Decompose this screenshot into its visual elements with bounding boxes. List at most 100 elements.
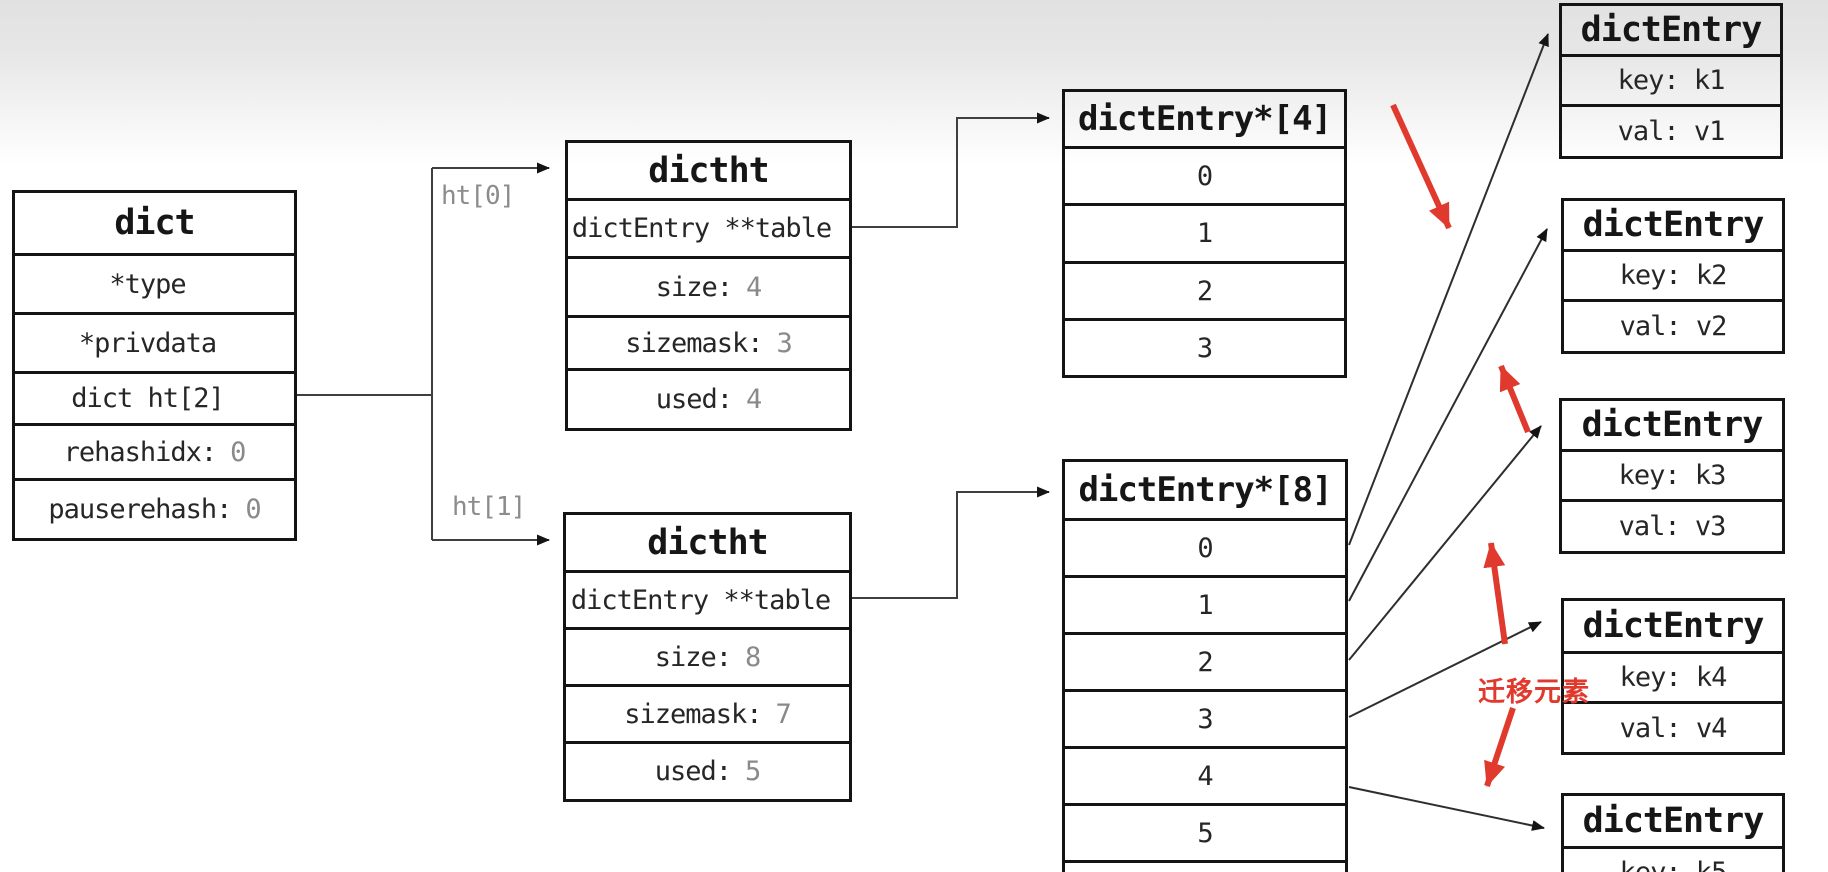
dict-field-ht2: dict ht[2] [15,371,294,423]
bucket-array-4-box: dictEntry*[4] 0 1 2 3 [1062,89,1347,378]
field-value: 5 [745,756,761,787]
dict-field-rehashidx: rehashidx: 0 [15,423,294,478]
slot-index: 1 [1196,218,1213,249]
field-label: sizemask: [624,698,762,730]
bucket1-to-entry-k2-arrow [1348,228,1548,602]
dictht1-field-table: dictEntry **table [566,570,849,627]
slot-index: 2 [1197,646,1213,678]
field-value: 4 [746,384,762,415]
entry-key: key: k3 [1618,460,1727,491]
red-migration-arrow-4 [1484,707,1516,787]
entry-val-row: val: v2 [1564,299,1782,351]
entry-key: key: k4 [1619,662,1728,693]
bucket-slot: 3 [1065,689,1345,746]
bucket-slot: 3 [1065,318,1344,375]
dictht0-field-sizemask: sizemask: 3 [568,315,849,368]
bucket-slot: 4 [1065,746,1345,803]
dictht1-field-sizemask: sizemask: 7 [566,684,849,741]
entry-k1-box: dictEntry key: k1 val: v1 [1559,3,1783,159]
bucket-slot: 1 [1065,203,1344,261]
dictht1-struct-box: dictht dictEntry **table size: 8 sizemask… [563,512,852,802]
field-label: rehashidx: [63,436,218,468]
bucket-slot: 2 [1065,632,1345,689]
ht1-pointer-label: ht[1] [452,492,526,522]
entry-val: val: v3 [1618,511,1727,542]
pointer-table0-arrow [852,112,1050,228]
entry-k4-box: dictEntry key: k4 val: v4 [1561,598,1785,755]
entry-title: dictEntry [1582,801,1765,841]
dict-struct-box: dict *type *privdata dict ht[2] rehashid… [12,190,297,541]
dictht0-field-table: dictEntry **table [568,198,849,256]
field-value: 0 [245,494,261,525]
slot-index: 3 [1196,332,1213,364]
bucket-slot [1065,860,1345,872]
bucket-array-8-title: dictEntry*[8] [1078,470,1332,510]
pointer-table1-arrow [852,486,1050,599]
entry-key: key: k1 [1617,65,1726,96]
red-migration-arrow-2 [1498,364,1531,434]
field-value: 3 [776,327,793,359]
dict-title: dict [114,203,195,243]
field-label: *type [109,268,186,300]
field-label: dict ht[2] [71,383,225,414]
slot-index: 5 [1197,817,1213,849]
dictht0-title: dictht [648,150,769,191]
dict-field-privdata: *privdata [15,312,294,371]
bucket2-to-entry-k3-arrow [1348,425,1542,661]
slot-index: 3 [1197,703,1213,735]
field-label: size: [654,641,732,673]
dictht1-field-size: size: 8 [566,627,849,684]
dict-field-type: *type [15,253,294,312]
entry-key-row: key: k5 [1564,846,1782,872]
field-label: *privdata [78,327,217,359]
entry-val: val: v4 [1619,712,1728,744]
field-value: 7 [775,698,792,730]
slot-index: 1 [1197,589,1213,621]
field-label: used: [655,384,733,415]
entry-k3-box: dictEntry key: k3 val: v3 [1559,398,1785,554]
dict-field-pauserehash: pauserehash: 0 [15,478,294,538]
slot-index: 0 [1196,160,1213,192]
entry-title: dictEntry [1580,10,1763,50]
entry-val: val: v1 [1617,116,1726,147]
dictht0-field-used: used: 4 [568,368,849,428]
bucket3-to-entry-k4-arrow [1348,621,1542,718]
slot-index: 4 [1197,760,1213,792]
entry-key: key: k5 [1620,857,1728,872]
entry-key-row: key: k2 [1564,249,1782,299]
bucket-slot: 2 [1065,261,1344,318]
entry-val-row: val: v1 [1562,104,1780,156]
entry-val-row: val: v3 [1562,499,1782,551]
red-migration-arrow-1 [1390,103,1452,230]
field-label: dictEntry **table [571,213,832,244]
bucket0-to-entry-k1-arrow [1348,33,1549,546]
red-migration-arrow-3 [1483,542,1508,645]
dictht0-field-size: size: 4 [568,256,849,315]
entry-k5-box: dictEntry key: k5 [1561,793,1785,872]
bucket-array-8-box: dictEntry*[8] 0 1 2 3 4 5 [1062,459,1348,872]
bucket-slot: 0 [1065,146,1344,203]
entry-key: key: k2 [1619,260,1728,291]
slot-index: 0 [1197,532,1213,564]
field-label: pauserehash: [48,494,232,525]
entry-val: val: v2 [1619,311,1728,342]
entry-title: dictEntry [1582,606,1765,646]
field-value: 4 [746,271,762,303]
field-value: 8 [745,641,761,673]
field-label: size: [655,271,733,303]
migrate-elements-label: 迁移元素 [1478,677,1590,708]
slot-index: 2 [1196,275,1213,307]
field-value: 0 [230,436,246,468]
field-label: sizemask: [625,327,763,359]
entry-key-row: key: k1 [1562,54,1780,104]
bucket4-to-entry-k5-arrow [1348,786,1545,831]
entry-title: dictEntry [1581,405,1764,445]
entry-val-row: val: v4 [1564,701,1782,752]
dictht1-title: dictht [647,522,768,563]
entry-key-row: key: k3 [1562,449,1782,499]
entry-title: dictEntry [1582,205,1765,245]
bucket-slot: 5 [1065,803,1345,860]
field-label: dictEntry **table [570,584,831,616]
